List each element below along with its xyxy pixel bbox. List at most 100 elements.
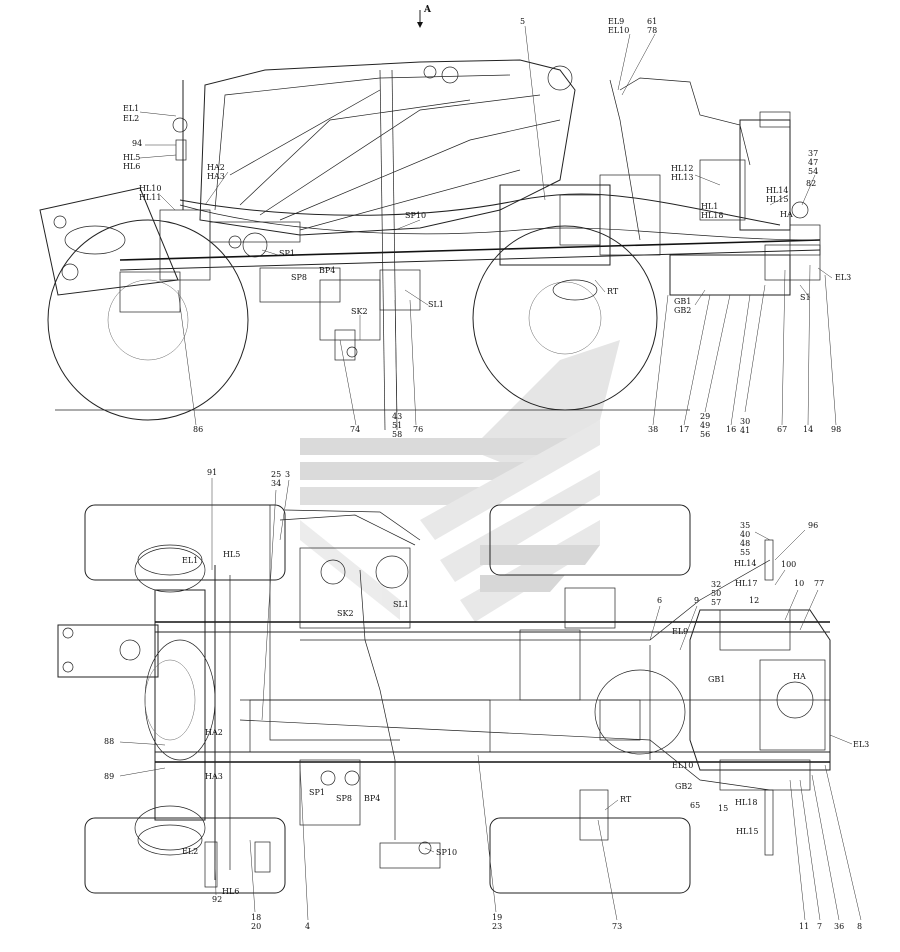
label-hab: HA [793, 672, 806, 681]
rear-wheel [47, 219, 249, 421]
label-34: 34 [271, 479, 281, 488]
label-17: 17 [679, 425, 689, 434]
label-el1b: EL1 [182, 556, 198, 565]
label-el3b: EL3 [853, 740, 869, 749]
label-67: 67 [777, 425, 787, 434]
top-rear-axle [144, 589, 216, 821]
label-48: 48 [740, 539, 750, 548]
label-ha2: HA2 [207, 163, 225, 172]
label-hl10: HL10 [139, 184, 161, 193]
label-56: 56 [700, 430, 710, 439]
label-14: 14 [803, 425, 813, 434]
label-9: 9 [694, 596, 699, 605]
view-arrow-label: A [423, 5, 432, 15]
front-wheel [472, 225, 658, 411]
label-sk2: SK2 [351, 307, 368, 316]
label-18: 18 [251, 913, 261, 922]
label-ha3: HA3 [207, 172, 225, 181]
label-sp8: SP8 [291, 273, 307, 282]
label-61: 61 [647, 17, 657, 26]
label-el2b: EL2 [182, 847, 198, 856]
label-35: 35 [740, 521, 750, 530]
label-sp1b: SP1 [309, 788, 325, 797]
label-50: 50 [711, 589, 721, 598]
label-sp1: SP1 [279, 249, 295, 258]
label-91: 91 [207, 468, 217, 477]
label-el9b: EL9 [672, 627, 688, 636]
label-hl15b: HL15 [736, 827, 758, 836]
label-hl14b: HL14 [734, 559, 756, 568]
hydraulic-block [319, 269, 421, 361]
label-58: 58 [392, 430, 402, 439]
top-view: 91 25 34 3 EL1 HL5 SK2 SL1 6 9 EL9 35 40… [57, 468, 869, 931]
label-hl13: HL13 [671, 173, 693, 182]
label-43: 43 [392, 412, 402, 421]
label-65: 65 [690, 801, 700, 810]
label-sp10: SP10 [405, 211, 426, 220]
label-hl12: HL12 [671, 164, 693, 173]
wiring-harness [172, 79, 816, 241]
label-30: 30 [740, 417, 750, 426]
label-ha2b: HA2 [205, 728, 223, 737]
side-bottom-numbers: 86 74 43 51 58 76 38 17 29 49 56 16 30 4… [177, 264, 841, 439]
side-view-labels: EL1 EL2 94 HL5 HL6 HA2 HA3 HL10 HL11 5 E… [123, 17, 851, 316]
label-98: 98 [831, 425, 841, 434]
label-hl5: HL5 [123, 153, 140, 162]
label-92: 92 [212, 895, 222, 904]
frame-rail [119, 209, 821, 313]
label-bp4b: BP4 [364, 794, 380, 803]
label-32: 32 [711, 580, 721, 589]
label-ha: HA [780, 210, 793, 219]
top-front-module [204, 539, 831, 888]
label-rt2: RT [620, 795, 632, 804]
label-8: 8 [857, 922, 862, 931]
label-19: 19 [492, 913, 502, 922]
label-7: 7 [817, 922, 822, 931]
label-15: 15 [718, 804, 728, 813]
cab-outline [199, 59, 576, 431]
label-37: 37 [808, 149, 818, 158]
label-41: 41 [740, 426, 750, 435]
label-el10: EL10 [608, 26, 629, 35]
side-view: A [39, 5, 851, 439]
label-hl6: HL6 [123, 162, 140, 171]
label-96: 96 [808, 521, 818, 530]
top-view-labels: 91 25 34 3 EL1 HL5 SK2 SL1 6 9 EL9 35 40… [104, 468, 869, 896]
label-sl1: SL1 [428, 300, 444, 309]
label-38: 38 [648, 425, 658, 434]
label-23: 23 [492, 922, 502, 931]
label-5: 5 [520, 17, 525, 26]
label-hl1: HL1 [701, 202, 718, 211]
top-tires [84, 504, 691, 894]
label-sl1b: SL1 [393, 600, 409, 609]
label-el2: EL2 [123, 114, 139, 123]
label-12: 12 [749, 596, 759, 605]
label-rt: RT [607, 287, 619, 296]
label-73: 73 [612, 922, 622, 931]
label-el10b: EL10 [672, 761, 693, 770]
label-40: 40 [740, 530, 750, 539]
label-47: 47 [808, 158, 818, 167]
seat-area [209, 221, 341, 303]
label-sp10b: SP10 [436, 848, 457, 857]
label-hl18b: HL18 [735, 798, 757, 807]
label-57: 57 [711, 598, 721, 607]
label-el9: EL9 [608, 17, 624, 26]
label-16: 16 [726, 425, 736, 434]
label-el3: EL3 [835, 273, 851, 282]
label-el1: EL1 [123, 104, 139, 113]
label-78: 78 [647, 26, 657, 35]
label-bp4: BP4 [319, 266, 335, 275]
label-100: 100 [781, 560, 796, 569]
top-leader-lines [119, 478, 853, 853]
label-ha3b: HA3 [205, 772, 223, 781]
label-29: 29 [700, 412, 710, 421]
label-gb1b: GB1 [708, 675, 725, 684]
view-arrow: A [417, 5, 432, 28]
label-sk2b: SK2 [337, 609, 354, 618]
label-54: 54 [808, 167, 818, 176]
label-hl14: HL14 [766, 186, 788, 195]
label-25: 25 [271, 470, 281, 479]
engine-module [499, 77, 821, 301]
